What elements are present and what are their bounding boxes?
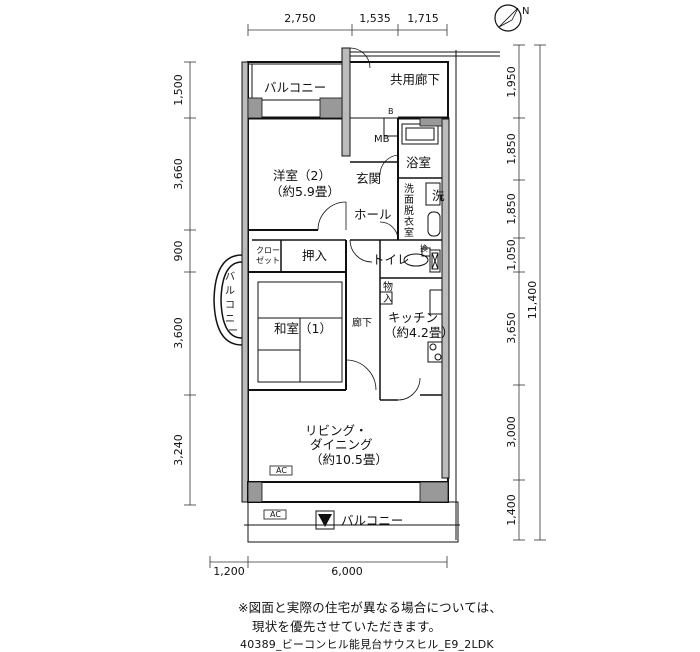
dim-right-2: 1,850: [505, 133, 518, 165]
dim-top-3: 1,715: [407, 12, 439, 25]
living-label-1: リビング・: [305, 423, 368, 438]
balcony-top-label: バルコニー: [264, 80, 326, 95]
room-labels: N バルコニー 共用廊下 洋室（2） （約5.9畳） B MB 玄関 浴室 洗 …: [225, 6, 529, 528]
dim-left-5: 3,240: [172, 434, 185, 466]
dim-right-7: 1,400: [505, 494, 518, 526]
dim-bottom-2: 6,000: [331, 565, 363, 578]
kitchen-label: キッチン: [388, 310, 438, 325]
hall-label: ホール: [354, 207, 392, 222]
svg-text:AC: AC: [276, 466, 287, 475]
toilet-label: トイレ: [372, 252, 410, 267]
dimension-labels: 2,750 1,535 1,715 1,500 3,660 900 3,600 …: [172, 12, 539, 578]
tatami-grid: [257, 281, 343, 383]
svg-text:コ: コ: [225, 300, 235, 311]
dim-left-4: 3,600: [172, 317, 185, 349]
dim-right-total: 11,400: [526, 281, 539, 320]
hallway-label: 廊下: [352, 316, 372, 329]
dim-left-2: 3,660: [172, 158, 185, 190]
compass-label: N: [522, 6, 529, 17]
svg-text:ニ: ニ: [225, 314, 235, 325]
dim-right-5: 3,650: [505, 312, 518, 344]
dim-right-1: 1,950: [505, 66, 518, 98]
mb-label: MB: [374, 134, 390, 145]
side-balcony-label: バ ル コ ニ ー: [225, 271, 238, 337]
living-label-2: ダイニング: [310, 437, 373, 452]
dim-top-1: 2,750: [284, 12, 316, 25]
vent-label: 換: [420, 243, 428, 253]
dim-left-1: 1,500: [172, 74, 185, 106]
compass-icon: [494, 4, 522, 32]
walls: [241, 47, 500, 543]
wall-blocks: [247, 97, 449, 503]
dim-right-6: 3,000: [505, 416, 518, 448]
fixtures: [379, 117, 443, 363]
dim-left-3: 900: [172, 241, 185, 262]
closet-label-1: クロー: [256, 246, 280, 255]
side-balcony: [213, 254, 243, 346]
svg-text:室: 室: [404, 226, 414, 239]
dim-right-4: 1,050: [505, 239, 518, 271]
svg-text:ル: ル: [225, 286, 235, 297]
japanese-room-label: 和室（1）: [274, 321, 332, 336]
entrance-marker-icon: [315, 510, 335, 530]
plan-caption: 40389_ビーコンヒル能見台サウスヒル_E9_2LDK: [240, 638, 494, 651]
doors: [317, 47, 421, 401]
dim-top-2: 1,535: [359, 12, 391, 25]
closet-label-2: ゼット: [256, 255, 280, 265]
dim-right-3: 1,850: [505, 193, 518, 225]
svg-text:面: 面: [404, 195, 414, 206]
svg-text:ー: ー: [228, 326, 238, 337]
svg-text:バ: バ: [225, 271, 235, 283]
ac-unit: AC: [269, 465, 293, 476]
dimension-lines: [184, 24, 546, 568]
storage-label-2: 入: [383, 294, 393, 305]
western-room-size: （約5.9畳）: [270, 184, 340, 199]
western-room-label: 洋室（2）: [273, 168, 331, 183]
balcony-bottom-label: バルコニー: [341, 513, 403, 528]
b-label: B: [388, 107, 394, 116]
living-size: （約10.5畳）: [310, 452, 388, 467]
svg-text:衣: 衣: [404, 215, 414, 228]
svg-text:AC: AC: [270, 510, 281, 519]
svg-text:脱: 脱: [404, 204, 414, 217]
svg-text:洗: 洗: [404, 183, 414, 195]
washroom-label: 洗 面 脱 衣 室: [404, 183, 414, 239]
disclaimer-line-1: ※図面と実際の住宅が異なる場合については、: [238, 600, 503, 615]
storage-label-1: 物: [383, 280, 393, 293]
common-corridor-label: 共用廊下: [390, 72, 440, 87]
entrance-label: 玄関: [356, 171, 381, 186]
bathroom-label: 浴室: [406, 155, 431, 170]
laundry-label: 洗: [432, 188, 445, 203]
kitchen-size: （約4.2畳）: [384, 325, 454, 340]
ac-unit-balcony: AC: [263, 509, 287, 520]
disclaimer-line-2: 現状を優先させていただきます。: [252, 619, 442, 634]
oshiire-label: 押入: [302, 248, 328, 263]
dim-bottom-1: 1,200: [213, 565, 245, 578]
